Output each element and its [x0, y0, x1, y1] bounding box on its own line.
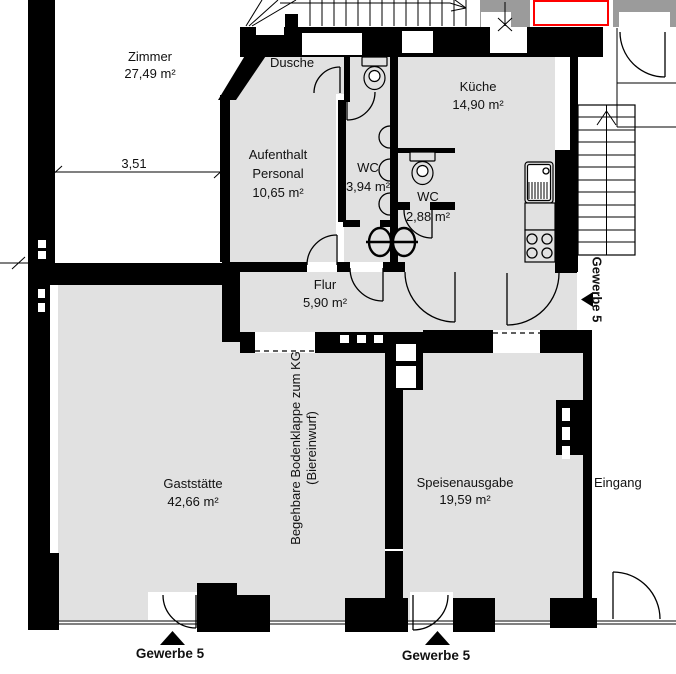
toilet-icon [409, 151, 436, 186]
door-arc [404, 271, 456, 323]
entrance-label: Eingang [594, 475, 642, 490]
door-arc [313, 66, 341, 94]
room-label-gaststaette: Gaststätte 42,66 m² [163, 476, 223, 509]
door-arc [619, 31, 666, 78]
washbasin-icons [378, 125, 391, 216]
door-arc [349, 267, 384, 302]
door-arc [403, 209, 433, 239]
room-label-dusche: Dusche [270, 55, 315, 70]
toilet-icon [361, 56, 388, 91]
right-staircase [577, 104, 636, 256]
room-speisenausgabe-fill [403, 353, 583, 620]
room-dusche-fill [232, 57, 348, 94]
room-label-zimmer: Zimmer 27,49 m² [124, 49, 176, 81]
dimension-line [0, 165, 228, 270]
entrance-arrow-icon [581, 292, 593, 307]
facade-lines [50, 620, 676, 625]
room-label-kueche: Küche 14,90 m² [452, 79, 504, 112]
entrance-arrow-icon [425, 631, 450, 645]
unit-marker-bottom-left: Gewerbe 5 [135, 646, 205, 661]
room-label-wc2: WC 2,88 m² [405, 189, 451, 224]
room-label-aufenthalt: Aufenthalt Personal 10,65 m² [248, 147, 308, 200]
stove-icon [524, 229, 556, 263]
top-staircase [245, 0, 467, 27]
door-arcs [162, 31, 666, 631]
room-label-wc1: WC 3,94 m² [345, 160, 391, 194]
stair-up-arrow-icon [596, 110, 617, 126]
adjacent-units [480, 0, 676, 27]
room-label-flur: Flur 5,90 m² [302, 277, 348, 310]
highlight-rectangle [533, 0, 609, 26]
unit-marker-right: Gewerbe 5 [589, 256, 605, 323]
door-arc [162, 594, 197, 629]
entrance-arrows [160, 292, 593, 645]
wall-openings [38, 27, 570, 620]
door-arc [306, 234, 338, 266]
room-aufenthalt-fill [230, 94, 336, 262]
entrance-arrow-icon [160, 631, 185, 645]
kitchen-sink-icon [524, 161, 554, 204]
walls [28, 0, 603, 632]
landing-lines [497, 2, 676, 128]
dimension-label: 3,51 [121, 156, 147, 171]
kitchen-counter [524, 202, 556, 231]
door-arc [346, 91, 376, 121]
room-label-speisenausgabe: Speisenausgabe 19,59 m² [416, 475, 514, 507]
unit-marker-bottom-right: Gewerbe 5 [401, 648, 471, 663]
door-arc [506, 272, 560, 326]
fixtures [361, 56, 556, 263]
door-arc [412, 594, 449, 631]
beer-barrel-icon [366, 226, 418, 258]
door-arc [612, 571, 661, 620]
floor-hatch-label: Begehbare Bodenklappe zum KG (Biereinwur… [288, 351, 319, 545]
